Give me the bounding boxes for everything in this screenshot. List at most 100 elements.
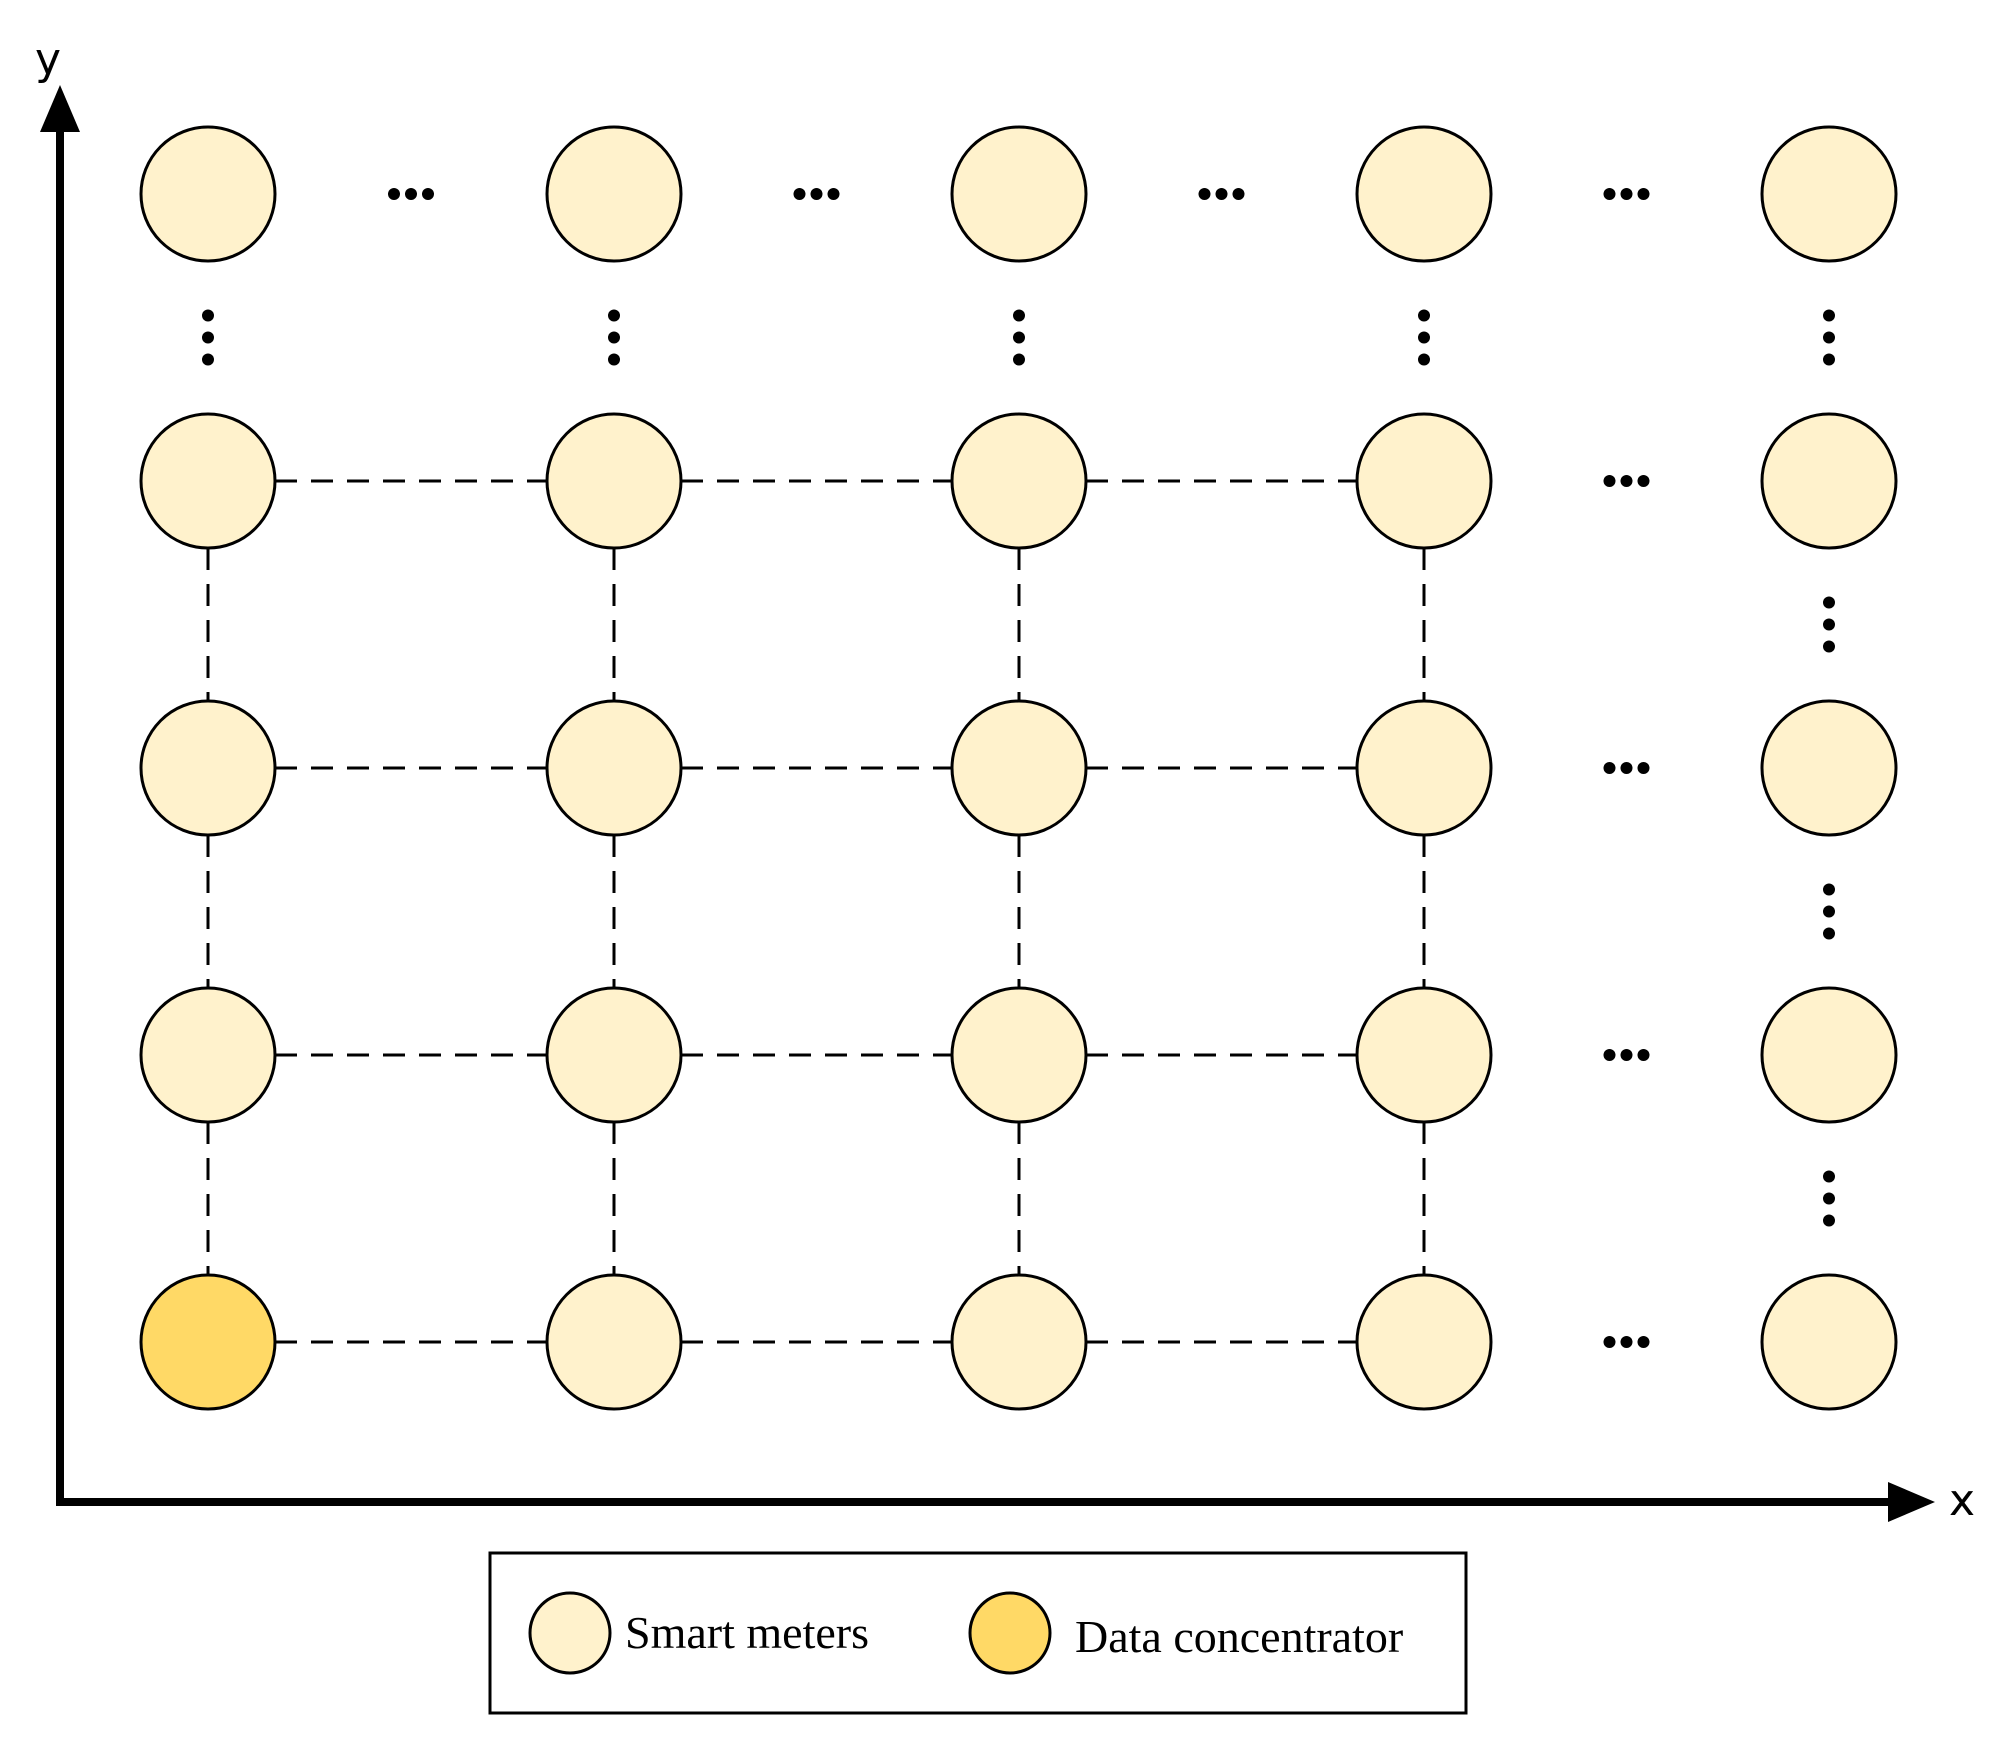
ellipsis-dot: [608, 309, 620, 322]
ellipsis-dot: [608, 331, 620, 344]
smart-meter-node: [1760, 699, 1898, 837]
ellipsis-dot: [1418, 331, 1430, 344]
ellipsis-dot: [1823, 1192, 1835, 1205]
ellipsis-dot: [1823, 927, 1835, 940]
ellipsis-dot: [1232, 188, 1245, 200]
data-concentrator-node: [139, 1273, 277, 1411]
smart-meter-node: [545, 986, 683, 1124]
smart-meter-node: [1760, 986, 1898, 1124]
ellipsis-dot: [1418, 353, 1430, 366]
smart-meter-node: [1760, 412, 1898, 550]
smart-meter-node: [545, 699, 683, 837]
smart-meter-node: [950, 125, 1088, 263]
smart-meter-node: [950, 412, 1088, 550]
legend-swatch-data-concentrator: [968, 1591, 1052, 1675]
ellipsis-dot: [1620, 1049, 1633, 1061]
smart-meter-node: [1760, 125, 1898, 263]
y-axis-arrowhead: [40, 85, 80, 132]
ellipsis-horizontal: [1603, 1049, 1650, 1061]
ellipsis-dot: [202, 309, 214, 322]
ellipsis-dot: [1620, 475, 1633, 487]
ellipsis-dot: [793, 188, 806, 200]
ellipsis-horizontal: [793, 188, 840, 200]
ellipsis-horizontal: [1603, 475, 1650, 487]
nodes: [139, 125, 1898, 1411]
ellipsis-dot: [1823, 640, 1835, 653]
smart-meter-node: [1760, 1273, 1898, 1411]
ellipsis-horizontal: [388, 188, 434, 200]
ellipsis-dot: [1013, 331, 1025, 344]
smart-meter-node: [950, 1273, 1088, 1411]
ellipsis-dot: [1823, 596, 1835, 609]
x-axis-arrowhead: [1888, 1482, 1935, 1522]
ellipsis-dot: [1823, 309, 1835, 322]
ellipsis-dot: [422, 188, 434, 200]
ellipsis-dot: [202, 353, 214, 366]
ellipsis-dot: [1215, 188, 1228, 200]
legend-label-smart-meters: Smart meters: [625, 1607, 869, 1658]
ellipsis-dot: [1637, 762, 1650, 774]
ellipsis-dot: [1603, 475, 1616, 487]
ellipsis-dot: [827, 188, 840, 200]
smart-meter-node: [1355, 699, 1493, 837]
ellipsis-vertical: [1418, 309, 1430, 366]
smart-meter-node: [1355, 125, 1493, 263]
ellipsis-dot: [1637, 475, 1650, 487]
ellipsis-vertical: [1823, 596, 1835, 653]
smart-meter-node: [1355, 412, 1493, 550]
ellipsis-dot: [1823, 1214, 1835, 1227]
ellipsis-dot: [1823, 353, 1835, 366]
ellipsis-dot: [1823, 1170, 1835, 1183]
ellipsis-dot: [1603, 762, 1616, 774]
ellipsis-dot: [1620, 188, 1633, 200]
ellipsis-dot: [388, 188, 400, 200]
ellipses: [202, 188, 1835, 1348]
ellipsis-vertical: [1823, 883, 1835, 940]
ellipsis-vertical: [202, 309, 214, 366]
ellipsis-horizontal: [1603, 762, 1650, 774]
ellipsis-dot: [1013, 353, 1025, 366]
smart-meter-node: [139, 125, 277, 263]
ellipsis-dot: [1603, 1336, 1616, 1348]
ellipsis-dot: [1620, 1336, 1633, 1348]
ellipsis-dot: [1823, 331, 1835, 344]
ellipsis-dot: [1823, 618, 1835, 631]
ellipsis-dot: [1603, 188, 1616, 200]
smart-meter-node: [1355, 1273, 1493, 1411]
ellipsis-horizontal: [1603, 188, 1650, 200]
ellipsis-vertical: [608, 309, 620, 366]
ellipsis-dot: [405, 188, 417, 200]
ellipsis-dot: [1637, 188, 1650, 200]
ellipsis-horizontal: [1603, 1336, 1650, 1348]
ellipsis-dot: [1418, 309, 1430, 322]
smart-meter-node: [950, 699, 1088, 837]
ellipsis-dot: [1198, 188, 1211, 200]
connections: [206, 479, 1426, 1344]
ellipsis-dot: [608, 353, 620, 366]
smart-meter-node: [950, 986, 1088, 1124]
ellipsis-dot: [1637, 1049, 1650, 1061]
ellipsis-dot: [810, 188, 823, 200]
smart-meter-node: [139, 699, 277, 837]
axes: y x: [35, 34, 1975, 1526]
legend-label-data-concentrator: Data concentrator: [1075, 1611, 1403, 1662]
smart-meter-node: [139, 986, 277, 1124]
smart-meter-node: [545, 1273, 683, 1411]
ellipsis-vertical: [1823, 309, 1835, 366]
ellipsis-dot: [1013, 309, 1025, 322]
ellipsis-dot: [202, 331, 214, 344]
ellipsis-dot: [1637, 1336, 1650, 1348]
ellipsis-vertical: [1823, 1170, 1835, 1227]
ellipsis-dot: [1823, 905, 1835, 918]
ellipsis-dot: [1620, 762, 1633, 774]
ellipsis-dot: [1603, 1049, 1616, 1061]
legend-swatch-smart-meters: [528, 1591, 612, 1675]
y-axis-label: y: [35, 34, 61, 85]
smart-meter-node: [139, 412, 277, 550]
smart-meter-node: [545, 412, 683, 550]
smart-meter-node: [545, 125, 683, 263]
ellipsis-dot: [1823, 883, 1835, 896]
ellipsis-vertical: [1013, 309, 1025, 366]
legend: Smart meters Data concentrator: [488, 1551, 1468, 1715]
